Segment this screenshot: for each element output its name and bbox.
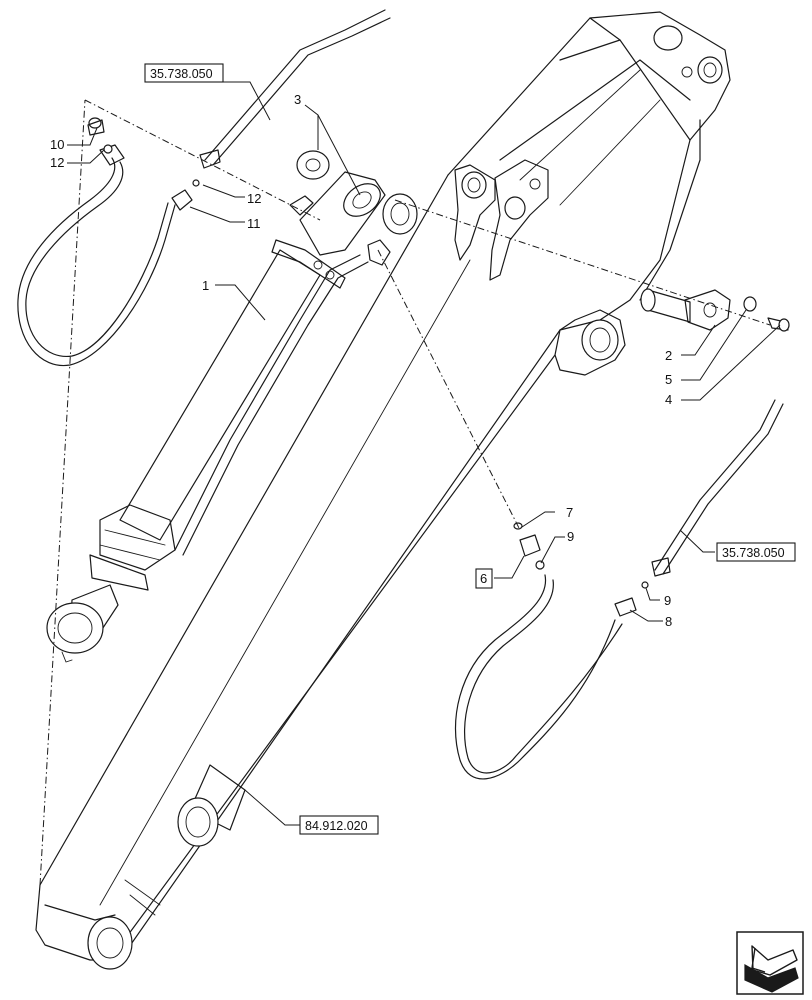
reference-box-top-left[interactable]: 35.738.050	[144, 63, 224, 83]
pivot-pin-assembly	[640, 288, 790, 332]
reference-box-right[interactable]: 35.738.050	[716, 542, 796, 562]
callout-6: 6	[480, 571, 487, 586]
callout-12-right: 12	[247, 191, 261, 206]
alignment-lines	[39, 99, 771, 886]
arrow-down-left-icon	[744, 945, 799, 993]
callout-1: 1	[202, 278, 209, 293]
hose-assembly-lower	[454, 522, 649, 780]
callout-10: 10	[50, 137, 64, 152]
connecting-pipes	[199, 9, 784, 577]
boom-arm	[35, 11, 731, 970]
callout-7: 7	[566, 505, 573, 520]
callout-3: 3	[294, 92, 301, 107]
callout-6-box: 6	[475, 568, 493, 589]
reference-code-top-left: 35.738.050	[150, 67, 213, 81]
navigation-arrow-box[interactable]	[736, 931, 804, 995]
hose-assembly-upper	[17, 117, 200, 367]
reference-code-bottom: 84.912.020	[305, 819, 368, 833]
hydraulic-cylinder	[46, 171, 391, 663]
callout-9-lower: 9	[664, 593, 671, 608]
reference-code-right: 35.738.050	[722, 546, 785, 560]
reference-box-bottom[interactable]: 84.912.020	[299, 815, 379, 835]
callout-9-upper: 9	[567, 529, 574, 544]
callout-8: 8	[665, 614, 672, 629]
callout-11: 11	[247, 216, 261, 231]
callout-4: 4	[665, 392, 672, 407]
spacer-washers	[296, 150, 418, 235]
callout-labels: 3 10 12 12 11 1 2 5 4 7 9 9 8	[50, 92, 672, 629]
callout-2: 2	[665, 348, 672, 363]
callout-12-left: 12	[50, 155, 64, 170]
leader-lines	[67, 81, 781, 826]
callout-5: 5	[665, 372, 672, 387]
